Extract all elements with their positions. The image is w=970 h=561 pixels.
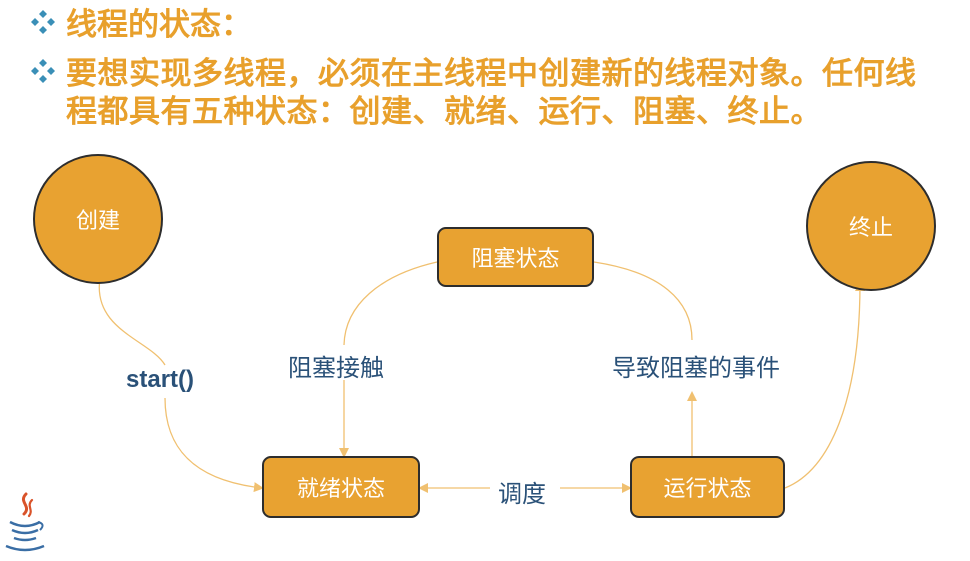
state-running-label: 运行状态 <box>663 477 752 502</box>
label-unblock: 阻塞接触 <box>288 354 384 382</box>
state-terminate-label: 终止 <box>848 216 893 241</box>
label-start: start() <box>126 366 195 393</box>
state-running: 运行状态 <box>630 456 785 518</box>
edge-blocked-from-running <box>593 261 693 341</box>
state-blocked: 阻塞状态 <box>437 227 594 287</box>
state-blocked-label: 阻塞状态 <box>471 247 560 272</box>
diamond-bullet-icon <box>31 59 55 83</box>
diamond-bullet-icon <box>31 10 55 34</box>
java-logo-icon <box>5 492 45 552</box>
edge-create-to-ready-upper <box>98 277 166 366</box>
heading-line-1: 线程的状态： <box>30 6 252 44</box>
heading-title: 线程的状态： <box>66 7 252 43</box>
edge-blocked-to-ready <box>344 261 438 456</box>
state-ready: 就绪状态 <box>262 456 420 518</box>
edge-create-to-ready-lower <box>164 397 264 493</box>
state-create-label: 创建 <box>75 209 120 234</box>
heading-description: 要想实现多线程，必须在主线程中创建新的线程对象。任何线程都具有五种状态：创建、就… <box>66 56 917 130</box>
label-schedule: 调度 <box>498 480 546 508</box>
label-block-event: 导致阻塞的事件 <box>612 354 780 382</box>
heading-line-2: 要想实现多线程，必须在主线程中创建新的线程对象。任何线程都具有五种状态：创建、就… <box>30 55 930 131</box>
state-create: 创建 <box>33 154 163 284</box>
state-ready-label: 就绪状态 <box>296 477 385 502</box>
edge-running-to-terminate <box>784 281 865 489</box>
state-terminate: 终止 <box>806 161 936 291</box>
